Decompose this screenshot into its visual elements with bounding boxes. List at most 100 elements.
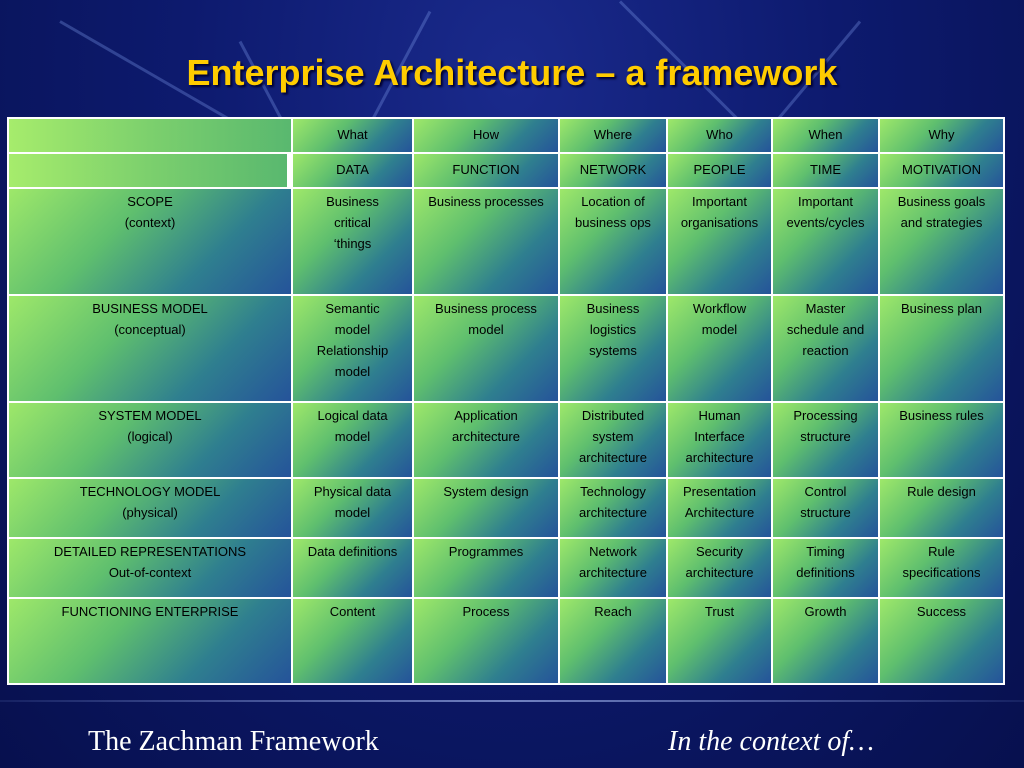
cell-line: architecture bbox=[579, 450, 647, 465]
cell-line: structure bbox=[800, 429, 851, 444]
cell-line: Out-of-context bbox=[108, 565, 192, 580]
cell-line: Master bbox=[805, 301, 846, 316]
cell-line: Business processes bbox=[428, 194, 544, 209]
table-cell: Growth bbox=[773, 599, 878, 683]
cell-line: schedule and bbox=[786, 322, 865, 337]
column-header-focus: MOTIVATION bbox=[880, 154, 1003, 187]
table-cell: Workflow model bbox=[668, 296, 771, 401]
cell-line: Human bbox=[698, 408, 741, 423]
cell-line: (logical) bbox=[127, 429, 173, 444]
cell-line: (conceptual) bbox=[114, 322, 186, 337]
column-header-focus: NETWORK bbox=[560, 154, 666, 187]
cell-line: Reach bbox=[594, 604, 632, 619]
cell-line: model bbox=[701, 322, 738, 337]
cell-line: BUSINESS MODEL bbox=[92, 301, 208, 316]
cell-line: model bbox=[334, 505, 371, 520]
cell-line: structure bbox=[800, 505, 851, 520]
cell-line: Business goals bbox=[897, 194, 986, 209]
row-label-cell: TECHNOLOGY MODEL (physical) bbox=[9, 479, 291, 537]
cell-line: Business bbox=[586, 301, 640, 316]
cell-line: Relationship bbox=[316, 343, 389, 358]
cell-line: Data definitions bbox=[307, 544, 398, 559]
column-header-question: Where bbox=[560, 119, 666, 152]
cell-line: model bbox=[334, 322, 371, 337]
cell-line: ‘things bbox=[333, 236, 372, 251]
cell-line: Security bbox=[696, 544, 743, 559]
column-header-focus: FUNCTION bbox=[414, 154, 558, 187]
table-cell: Business rules bbox=[880, 403, 1003, 477]
cell-line: Physical data bbox=[313, 484, 392, 499]
cell-line: (context) bbox=[124, 215, 176, 230]
cell-line: Important bbox=[798, 194, 853, 209]
table-cell: Business processes bbox=[414, 189, 558, 294]
row-label-cell: DETAILED REPRESENTATIONS Out-of-context bbox=[9, 539, 291, 597]
table-cell: Processing structure bbox=[773, 403, 878, 477]
table-cell: Process bbox=[414, 599, 558, 683]
cell-line: model bbox=[334, 364, 371, 379]
table-cell: Content bbox=[293, 599, 412, 683]
column-header-question: Why bbox=[880, 119, 1003, 152]
cell-line: definitions bbox=[796, 565, 855, 580]
cell-line: Rule design bbox=[907, 484, 976, 499]
cell-line: Technology bbox=[580, 484, 646, 499]
cell-line: Process bbox=[462, 604, 510, 619]
column-header-focus: DATA bbox=[293, 154, 412, 187]
cell-line: Content bbox=[329, 604, 376, 619]
table-cell: Logical data model bbox=[293, 403, 412, 477]
cell-line: Programmes bbox=[448, 544, 524, 559]
cell-line: Business bbox=[326, 194, 379, 209]
table-cell: Business goals and strategies bbox=[880, 189, 1003, 294]
cell-line: Growth bbox=[804, 604, 847, 619]
table-cell: Success bbox=[880, 599, 1003, 683]
cell-line: Application bbox=[454, 408, 518, 423]
cell-line: (physical) bbox=[122, 505, 178, 520]
cell-line: architecture bbox=[452, 429, 520, 444]
cell-line: Location of bbox=[581, 194, 645, 209]
footer-left-text: The Zachman Framework bbox=[88, 726, 379, 757]
cell-line: Processing bbox=[793, 408, 858, 423]
cell-line: Logical data bbox=[317, 408, 388, 423]
table-cell: Rule design bbox=[880, 479, 1003, 537]
table-cell: Programmes bbox=[414, 539, 558, 597]
cell-line: Success bbox=[916, 604, 967, 619]
column-header-focus: TIME bbox=[773, 154, 878, 187]
cell-line: Presentation bbox=[683, 484, 756, 499]
cell-line: Architecture bbox=[684, 505, 755, 520]
cell-line: Trust bbox=[704, 604, 735, 619]
cell-line: Workflow bbox=[692, 301, 747, 316]
cell-line: and strategies bbox=[900, 215, 983, 230]
cell-line: business ops bbox=[575, 215, 651, 230]
header-corner-cell bbox=[9, 119, 291, 152]
cell-line: architecture bbox=[685, 450, 754, 465]
table-cell: Reach bbox=[560, 599, 666, 683]
cell-line: TECHNOLOGY MODEL bbox=[79, 484, 221, 499]
column-header-question: Who bbox=[668, 119, 771, 152]
cell-line: DETAILED REPRESENTATIONS bbox=[53, 544, 247, 559]
cell-line: Network bbox=[589, 544, 637, 559]
cell-line: model bbox=[334, 429, 371, 444]
cell-line: reaction bbox=[802, 343, 849, 358]
footer-divider bbox=[0, 700, 1024, 702]
column-header-question: When bbox=[773, 119, 878, 152]
cell-line: specifications bbox=[902, 565, 981, 580]
row-label-cell: SCOPE(context) bbox=[9, 189, 291, 294]
footer-right-text: In the context of… bbox=[668, 726, 875, 757]
cell-line: logistics bbox=[589, 322, 637, 337]
table-cell: Master schedule and reaction bbox=[773, 296, 878, 401]
